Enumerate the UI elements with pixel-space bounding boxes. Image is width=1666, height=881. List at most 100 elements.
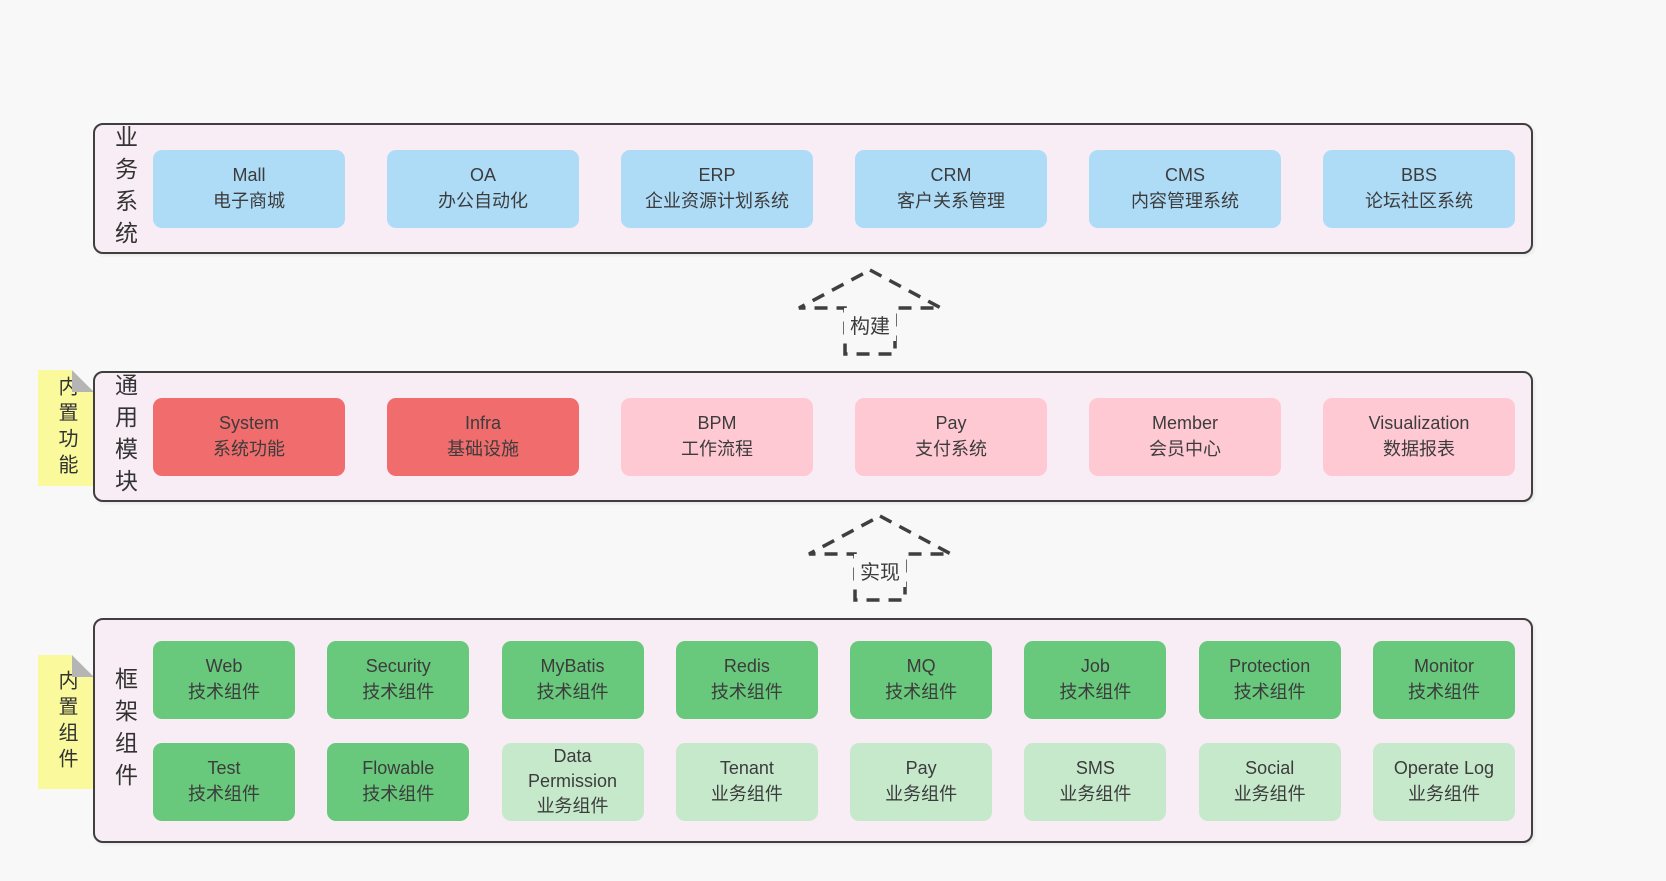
box-title: Security (365, 656, 431, 677)
box-title: Tenant (719, 758, 774, 779)
layer-label-text: 业务系统 (111, 124, 138, 253)
box-crm: CRM 客户关系管理 (855, 149, 1047, 228)
box-mq: MQ 技术组件 (850, 640, 993, 719)
box-subtitle: 电子商城 (213, 190, 285, 211)
box-monitor: Monitor 技术组件 (1372, 640, 1515, 719)
box-subtitle: 工作流程 (681, 438, 753, 459)
box-subtitle: 基础设施 (447, 438, 519, 459)
box-title: System (218, 413, 279, 434)
box-subtitle: 业务组件 (710, 783, 783, 804)
box-title: CRM (930, 165, 972, 186)
box-subtitle: 业务组件 (885, 783, 958, 804)
box-title: BBS (1400, 165, 1438, 186)
box-subtitle: 业务组件 (536, 796, 609, 817)
business-boxes-row: Mall 电子商城 OA 办公自动化 ERP 企业资源计划系统 CRM 客户关系管理 CMS 内容… (153, 149, 1531, 228)
dashed-up-arrow-build-icon (795, 266, 945, 358)
box-mybatis: MyBatis 技术组件 (501, 640, 644, 719)
arrow-implement-label: 实现 (854, 554, 906, 587)
box-visualization: Visualization 数据报表 (1323, 397, 1515, 476)
box-title: OA (469, 165, 496, 186)
box-subtitle: 业务组件 (1233, 783, 1306, 804)
sticky-tag-text: 内置组件 (55, 670, 77, 774)
box-title: Operate Log (1393, 758, 1494, 779)
box-title: Infra (464, 413, 502, 434)
box-subtitle: 技术组件 (188, 783, 260, 804)
box-title: MQ (906, 656, 936, 677)
box-test: Test 技术组件 (153, 742, 295, 821)
box-sms: SMS 业务组件 (1024, 742, 1167, 821)
box-subtitle: 会员中心 (1149, 438, 1221, 459)
box-subtitle: 技术组件 (188, 681, 260, 702)
box-subtitle: 业务组件 (1407, 783, 1480, 804)
box-subtitle: 系统功能 (213, 438, 285, 459)
box-title: Mall (232, 165, 266, 186)
box-subtitle: 技术组件 (1059, 681, 1132, 702)
box-title: BPM (697, 413, 737, 434)
box-subtitle: 企业资源计划系统 (645, 190, 789, 211)
box-subtitle: 数据报表 (1383, 438, 1455, 459)
layer-label-text: 框架组件 (111, 666, 138, 795)
box-subtitle: 技术组件 (536, 681, 609, 702)
box-title: SMS (1075, 758, 1115, 779)
layer-label-text: 通用模块 (111, 372, 138, 501)
box-cms: CMS 内容管理系统 (1089, 149, 1281, 228)
box-web: Web 技术组件 (153, 640, 295, 719)
box-title: Visualization (1368, 413, 1470, 434)
box-subtitle: 论坛社区系统 (1365, 190, 1473, 211)
box-title: MyBatis (540, 656, 605, 677)
box-title: ERP (698, 165, 736, 186)
box-title: Test (207, 758, 241, 779)
box-subtitle: 技术组件 (885, 681, 958, 702)
layer-label: 框架组件 (95, 667, 153, 795)
box-operate-log: Operate Log 业务组件 (1372, 742, 1515, 821)
box-title: Social (1245, 758, 1295, 779)
box-title: Web (205, 656, 243, 677)
box-subtitle: 技术组件 (1407, 681, 1480, 702)
folded-corner-icon (72, 655, 94, 677)
box-subtitle: 技术组件 (710, 681, 783, 702)
box-system: System 系统功能 (153, 397, 345, 476)
layer-label: 业务系统 (95, 125, 153, 253)
box-title: Redis (723, 656, 770, 677)
box-subtitle: 办公自动化 (438, 190, 528, 211)
box-subtitle: 内容管理系统 (1131, 190, 1239, 211)
box-subtitle: 客户关系管理 (897, 190, 1005, 211)
sticky-tag-builtin-features: 内置功能 (38, 370, 94, 486)
box-title: Member (1151, 413, 1218, 434)
box-redis: Redis 技术组件 (675, 640, 818, 719)
arrow-build-label: 构建 (844, 308, 896, 341)
box-social: Social 业务组件 (1198, 742, 1341, 821)
box-title: Protection (1229, 656, 1311, 677)
sticky-tag-builtin-components: 内置组件 (38, 655, 94, 789)
sticky-tag-text: 内置功能 (55, 376, 77, 480)
box-title: CMS (1165, 165, 1205, 186)
dashed-up-arrow-implement-icon (805, 512, 955, 604)
box-subtitle: 业务组件 (1059, 783, 1132, 804)
layer-business-systems: 业务系统 Mall 电子商城 OA 办公自动化 ERP 企业资源计划系统 CRM 客户关系管理… (93, 123, 1533, 254)
layer-common-modules: 通用模块 System 系统功能 Infra 基础设施 BPM 工作流程 Pay 支付系统 Me… (93, 371, 1533, 502)
box-title: Data Permission (528, 745, 618, 791)
box-title: Job (1080, 656, 1110, 677)
layer-label: 通用模块 (95, 373, 153, 501)
folded-corner-icon (72, 370, 94, 392)
box-title: Pay (905, 758, 937, 779)
box-member: Member 会员中心 (1089, 397, 1281, 476)
box-subtitle: 技术组件 (362, 783, 435, 804)
box-bbs: BBS 论坛社区系统 (1323, 149, 1515, 228)
box-pay: Pay 支付系统 (855, 397, 1047, 476)
box-title: Pay (935, 413, 967, 434)
box-subtitle: 支付系统 (915, 438, 987, 459)
box-oa: OA 办公自动化 (387, 149, 579, 228)
box-data-permission: Data Permission 业务组件 (501, 742, 644, 821)
box-title: Monitor (1413, 656, 1474, 677)
box-infra: Infra 基础设施 (387, 397, 579, 476)
box-job: Job 技术组件 (1024, 640, 1167, 719)
box-subtitle: 技术组件 (1233, 681, 1306, 702)
box-tenant: Tenant 业务组件 (675, 742, 818, 821)
